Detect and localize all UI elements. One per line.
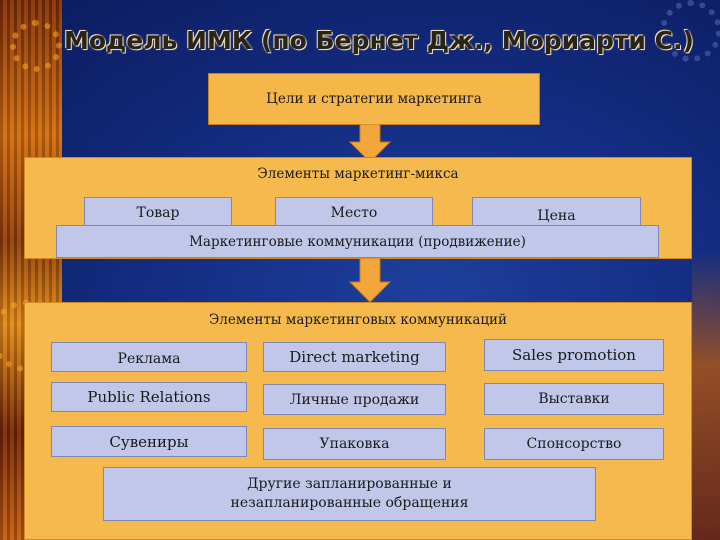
page-title: Модель ИМК (по Бернет Дж., Мориарти С.)	[64, 26, 694, 55]
comm-item-souvenirs: Сувениры	[51, 426, 247, 457]
comm-item-personal-selling: Личные продажи	[263, 384, 446, 415]
comm-item-label: Сувениры	[109, 432, 189, 451]
comm-item-sales-promotion: Sales promotion	[484, 339, 664, 371]
comm-item-advertising: Реклама	[51, 342, 247, 372]
goals-label: Цели и стратегии маркетинга	[266, 91, 482, 107]
comm-item-label: Упаковка	[319, 436, 390, 452]
comm-item-label: Public Relations	[87, 388, 211, 406]
mix-item-label: Место	[330, 205, 378, 221]
mix-item-price: Цена	[472, 197, 641, 229]
marketing-mix-label: Элементы маркетинг-микса	[257, 166, 459, 182]
other-messages-box: Другие запланированные и незапланированн…	[103, 467, 596, 521]
comm-item-label: Реклама	[117, 351, 181, 367]
other-messages-label: Другие запланированные и незапланированн…	[230, 476, 469, 511]
comm-item-packaging: Упаковка	[263, 428, 446, 460]
gear-icon	[10, 20, 62, 72]
goals-box: Цели и стратегии маркетинга	[208, 73, 540, 125]
comm-item-label: Выставки	[538, 391, 610, 407]
comm-item-sponsorship: Спонсорство	[484, 428, 664, 460]
mix-item-label: Цена	[537, 208, 576, 224]
comm-item-label: Личные продажи	[289, 391, 420, 408]
gear-icon	[660, 0, 720, 62]
comm-item-public-relations: Public Relations	[51, 382, 247, 412]
comm-item-direct-marketing: Direct marketing	[263, 342, 446, 372]
down-arrow-icon	[348, 258, 392, 303]
communications-label: Элементы маркетинговых коммуникаций	[208, 312, 508, 328]
comm-item-label: Direct marketing	[289, 348, 420, 366]
mix-item-promotion: Маркетинговые коммуникации (продвижение)	[56, 225, 659, 258]
right-decor-strip	[692, 250, 720, 540]
comm-item-label: Спонсорство	[526, 436, 622, 452]
down-arrow-icon	[348, 124, 392, 163]
mix-item-label: Товар	[136, 205, 180, 221]
comm-item-label: Sales promotion	[512, 346, 636, 364]
comm-item-exhibitions: Выставки	[484, 383, 664, 415]
promotion-label: Маркетинговые коммуникации (продвижение)	[189, 233, 526, 250]
left-decor-strip	[0, 0, 62, 540]
